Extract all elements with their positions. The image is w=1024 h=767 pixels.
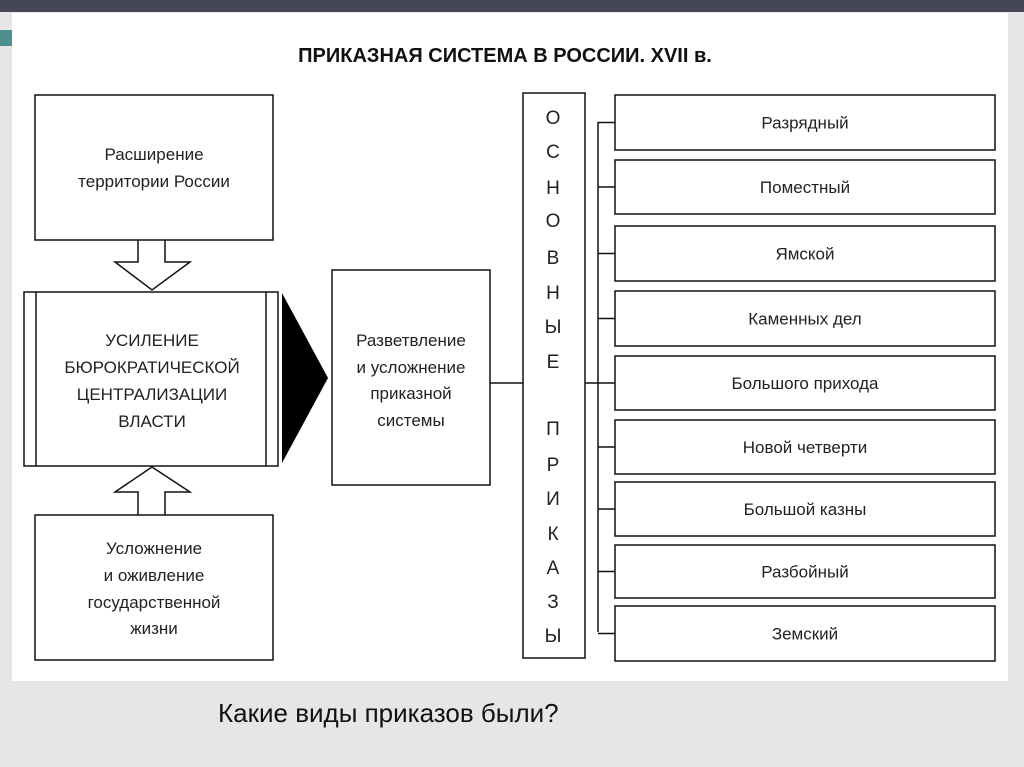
vertical-letter: Р (547, 455, 560, 476)
box-text: ВЛАСТИ (118, 412, 186, 431)
box-text: и усложнение (357, 358, 466, 377)
prikaz-label: Разбойный (761, 563, 848, 582)
box-branching (331, 269, 491, 486)
prikaz-box (614, 419, 996, 475)
top-bar (0, 0, 1024, 12)
vertical-letter: К (547, 524, 558, 545)
vertical-letter: О (546, 108, 561, 129)
vertical-letter: Н (546, 283, 560, 304)
box-text: системы (377, 411, 444, 430)
vertical-letter: З (547, 592, 558, 613)
vertical-label-box (522, 92, 586, 659)
prikaz-label: Разрядный (761, 114, 848, 133)
box-centralization (23, 291, 279, 467)
vertical-letter: Е (547, 352, 560, 373)
prikaz-label: Новой четверти (743, 438, 867, 457)
box-text: Разветвление (356, 331, 466, 350)
prikaz-box (614, 481, 996, 537)
prikaz-label: Большого прихода (731, 374, 879, 393)
prikaz-box (614, 355, 996, 411)
arrow-down (112, 240, 193, 291)
box-text: УСИЛЕНИЕ (105, 331, 199, 350)
prikaz-box (614, 159, 996, 215)
box-text: ЦЕНТРАЛИЗАЦИИ (77, 385, 228, 404)
prikaz-label: Поместный (760, 178, 850, 197)
arrow-up (112, 466, 193, 515)
accent-strip (0, 30, 14, 46)
prikaz-box (614, 605, 996, 662)
arrow-right-solid (282, 293, 328, 463)
box-text: БЮРОКРАТИЧЕСКОЙ (64, 358, 239, 377)
box-text: жизни (130, 619, 178, 638)
vertical-letter: И (546, 489, 560, 510)
box-text: приказной (370, 384, 451, 403)
prikaz-box (614, 225, 996, 282)
box-text: территории России (78, 172, 230, 191)
vertical-letter: О (546, 211, 561, 232)
box-expansion (34, 94, 274, 241)
vertical-letter: В (547, 248, 560, 269)
box-state-life (34, 514, 274, 661)
box-text: государственной (88, 593, 221, 612)
diagram-title: ПРИКАЗНАЯ СИСТЕМА В РОССИИ. XVII в. (298, 45, 712, 67)
prikaz-label: Каменных дел (748, 310, 861, 329)
box-text: и оживление (104, 566, 205, 585)
question-text: Какие виды приказов были? (218, 698, 559, 728)
prikaz-label: Земский (772, 625, 838, 644)
vertical-letter: Ы (545, 317, 562, 338)
vertical-letter: Ы (545, 626, 562, 647)
prikaz-box (614, 94, 996, 151)
vertical-letter: Н (546, 178, 560, 199)
prikaz-box (614, 290, 996, 347)
box-text: Усложнение (106, 539, 202, 558)
box-text: Расширение (104, 145, 203, 164)
prikaz-box (614, 544, 996, 599)
vertical-letter: А (547, 558, 560, 579)
prikaz-label: Ямской (775, 245, 834, 264)
vertical-letter: П (546, 419, 560, 440)
vertical-letter: С (546, 142, 560, 163)
prikaz-label: Большой казны (744, 500, 867, 519)
slide (12, 13, 1008, 681)
